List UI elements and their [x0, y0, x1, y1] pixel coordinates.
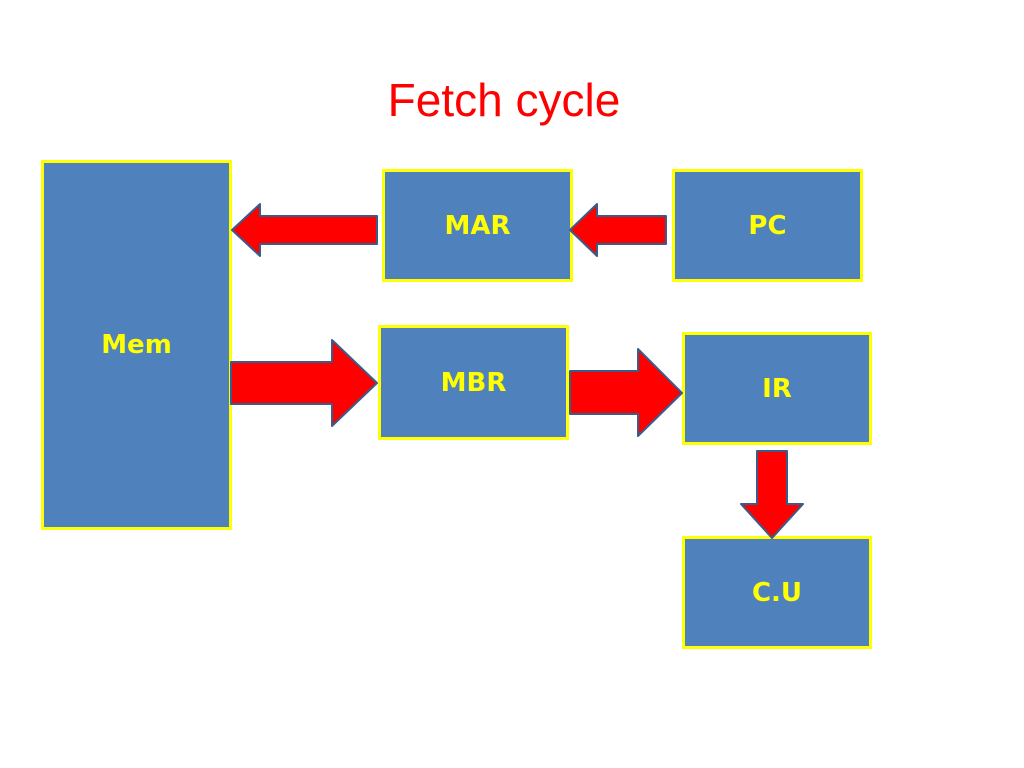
arrow-pc-to-mar [569, 203, 667, 257]
mem-label: Mem [101, 330, 172, 360]
arrow-mbr-to-ir [569, 348, 683, 437]
pc-label: PC [748, 210, 787, 241]
mem-box: Mem [41, 160, 232, 530]
arrow-mar-to-mem [231, 203, 378, 257]
cu-box: C.U [682, 536, 872, 649]
ir-label: IR [762, 373, 792, 404]
arrow-mem-to-mbr [230, 339, 378, 427]
diagram-title: Fetch cycle [387, 74, 621, 126]
cu-label: C.U [751, 577, 803, 608]
ir-box: IR [682, 332, 872, 445]
pc-box: PC [672, 169, 863, 282]
mbr-label: MBR [440, 367, 507, 398]
mbr-box: MBR [378, 325, 569, 440]
arrow-ir-to-cu [740, 450, 804, 539]
mar-label: MAR [444, 210, 511, 241]
mar-box: MAR [382, 169, 573, 282]
